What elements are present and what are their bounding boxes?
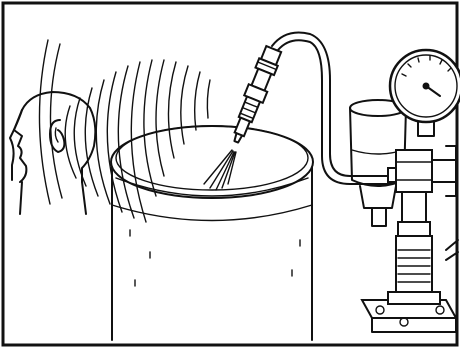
test-vessel-icon — [111, 126, 313, 340]
